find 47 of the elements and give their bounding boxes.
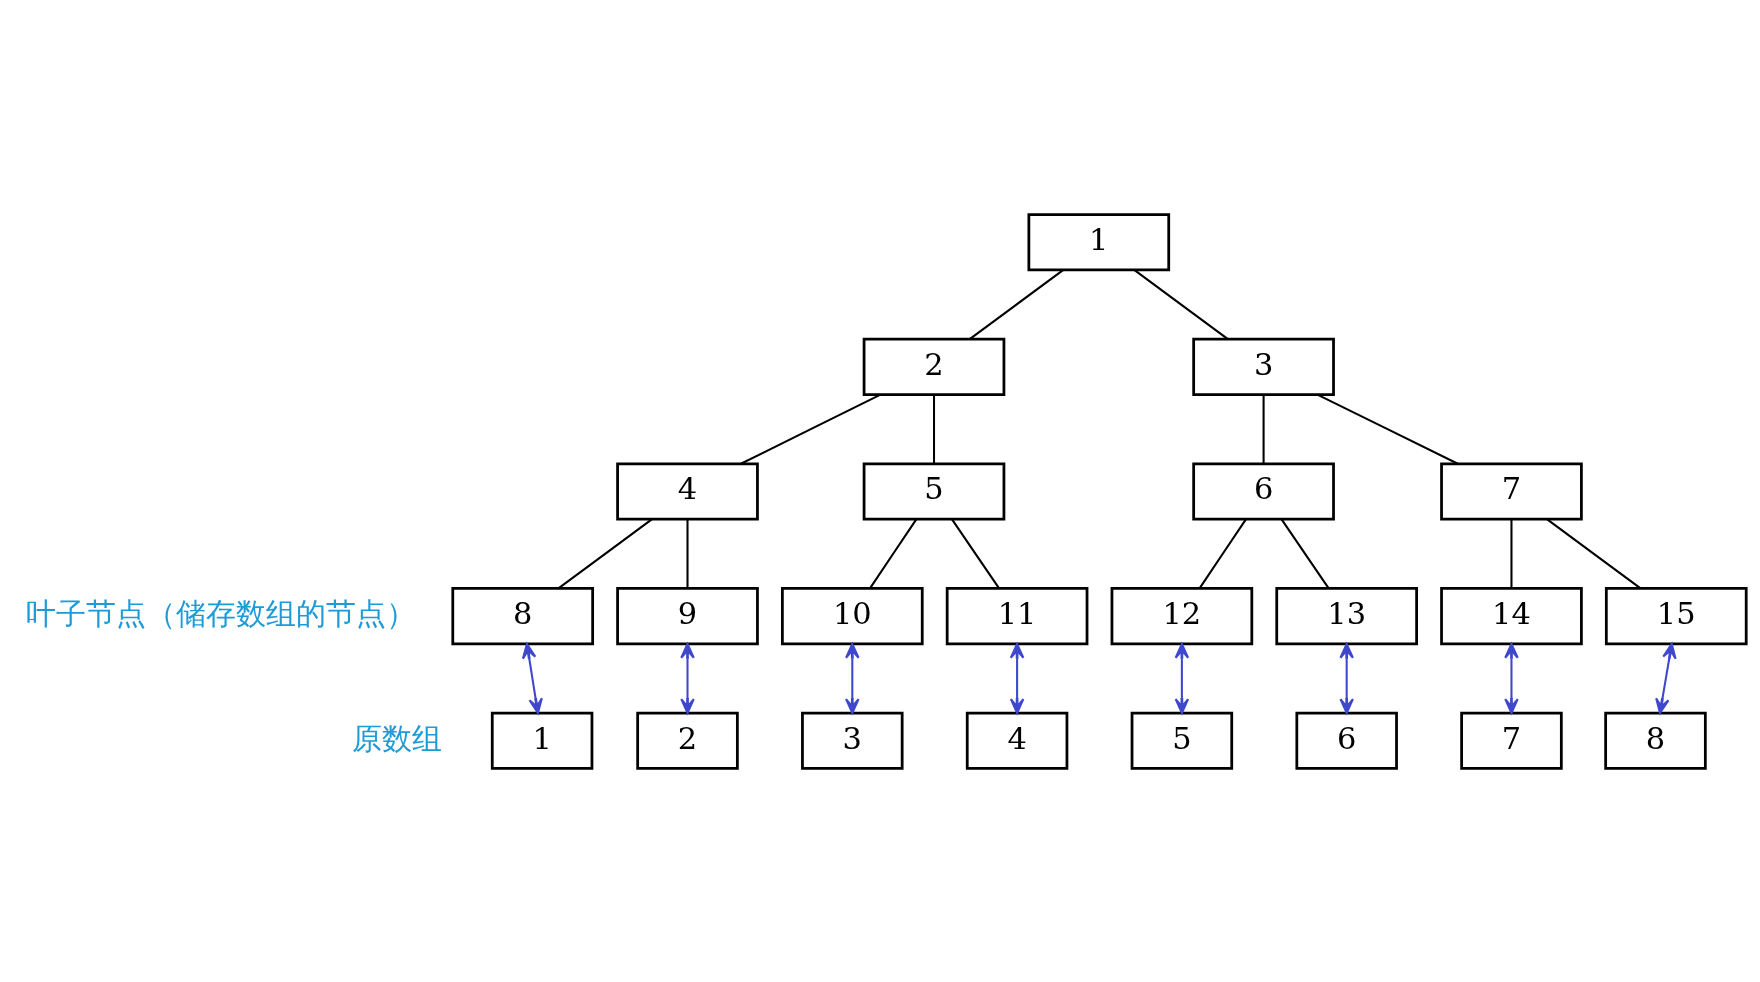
node-box: 5 — [862, 461, 1006, 521]
connector — [951, 518, 1000, 589]
node-box: 5 — [1130, 711, 1234, 770]
label: 原数组 — [351, 720, 442, 756]
connector — [1133, 268, 1229, 340]
connector — [1316, 393, 1459, 465]
node-box: 2 — [862, 337, 1006, 396]
node-box: 7 — [1460, 711, 1563, 770]
node-box: 7 — [1440, 461, 1583, 521]
arrow — [1655, 642, 1677, 714]
connector — [740, 393, 881, 465]
connector — [1510, 518, 1513, 588]
node-box: 15 — [1604, 586, 1748, 645]
connector — [1262, 394, 1265, 464]
node-box: 11 — [945, 586, 1089, 645]
arrow — [1174, 642, 1190, 714]
node-box: 1 — [490, 711, 594, 770]
node-box: 9 — [616, 586, 759, 645]
arrow — [1339, 642, 1354, 714]
node-box: 3 — [1192, 337, 1335, 396]
connector — [969, 268, 1064, 340]
node-box: 8 — [451, 586, 595, 645]
node-box: 6 — [1295, 711, 1398, 770]
arrow — [680, 642, 695, 714]
node-box: 13 — [1275, 586, 1418, 645]
arrow — [1009, 642, 1025, 714]
node-box: 4 — [616, 461, 759, 521]
label: 叶子节点（储存数组的节点） — [25, 595, 416, 631]
node-box: 4 — [965, 711, 1069, 770]
arrow — [845, 642, 860, 714]
connector — [557, 518, 653, 589]
node-box: 8 — [1604, 711, 1707, 770]
node-box: 6 — [1192, 461, 1335, 521]
connector — [1546, 518, 1642, 589]
arrow — [521, 642, 543, 714]
node-box: 3 — [801, 711, 904, 770]
connector — [1198, 518, 1247, 589]
node-box: 1 — [1027, 212, 1171, 271]
arrow — [1504, 642, 1519, 714]
connector — [686, 518, 689, 588]
connector — [869, 518, 918, 589]
node-box: 10 — [781, 586, 924, 645]
node-box: 2 — [636, 711, 739, 770]
node-box: 14 — [1440, 586, 1583, 645]
node-box: 12 — [1110, 586, 1254, 645]
connector — [932, 394, 936, 464]
connector — [1280, 518, 1330, 589]
